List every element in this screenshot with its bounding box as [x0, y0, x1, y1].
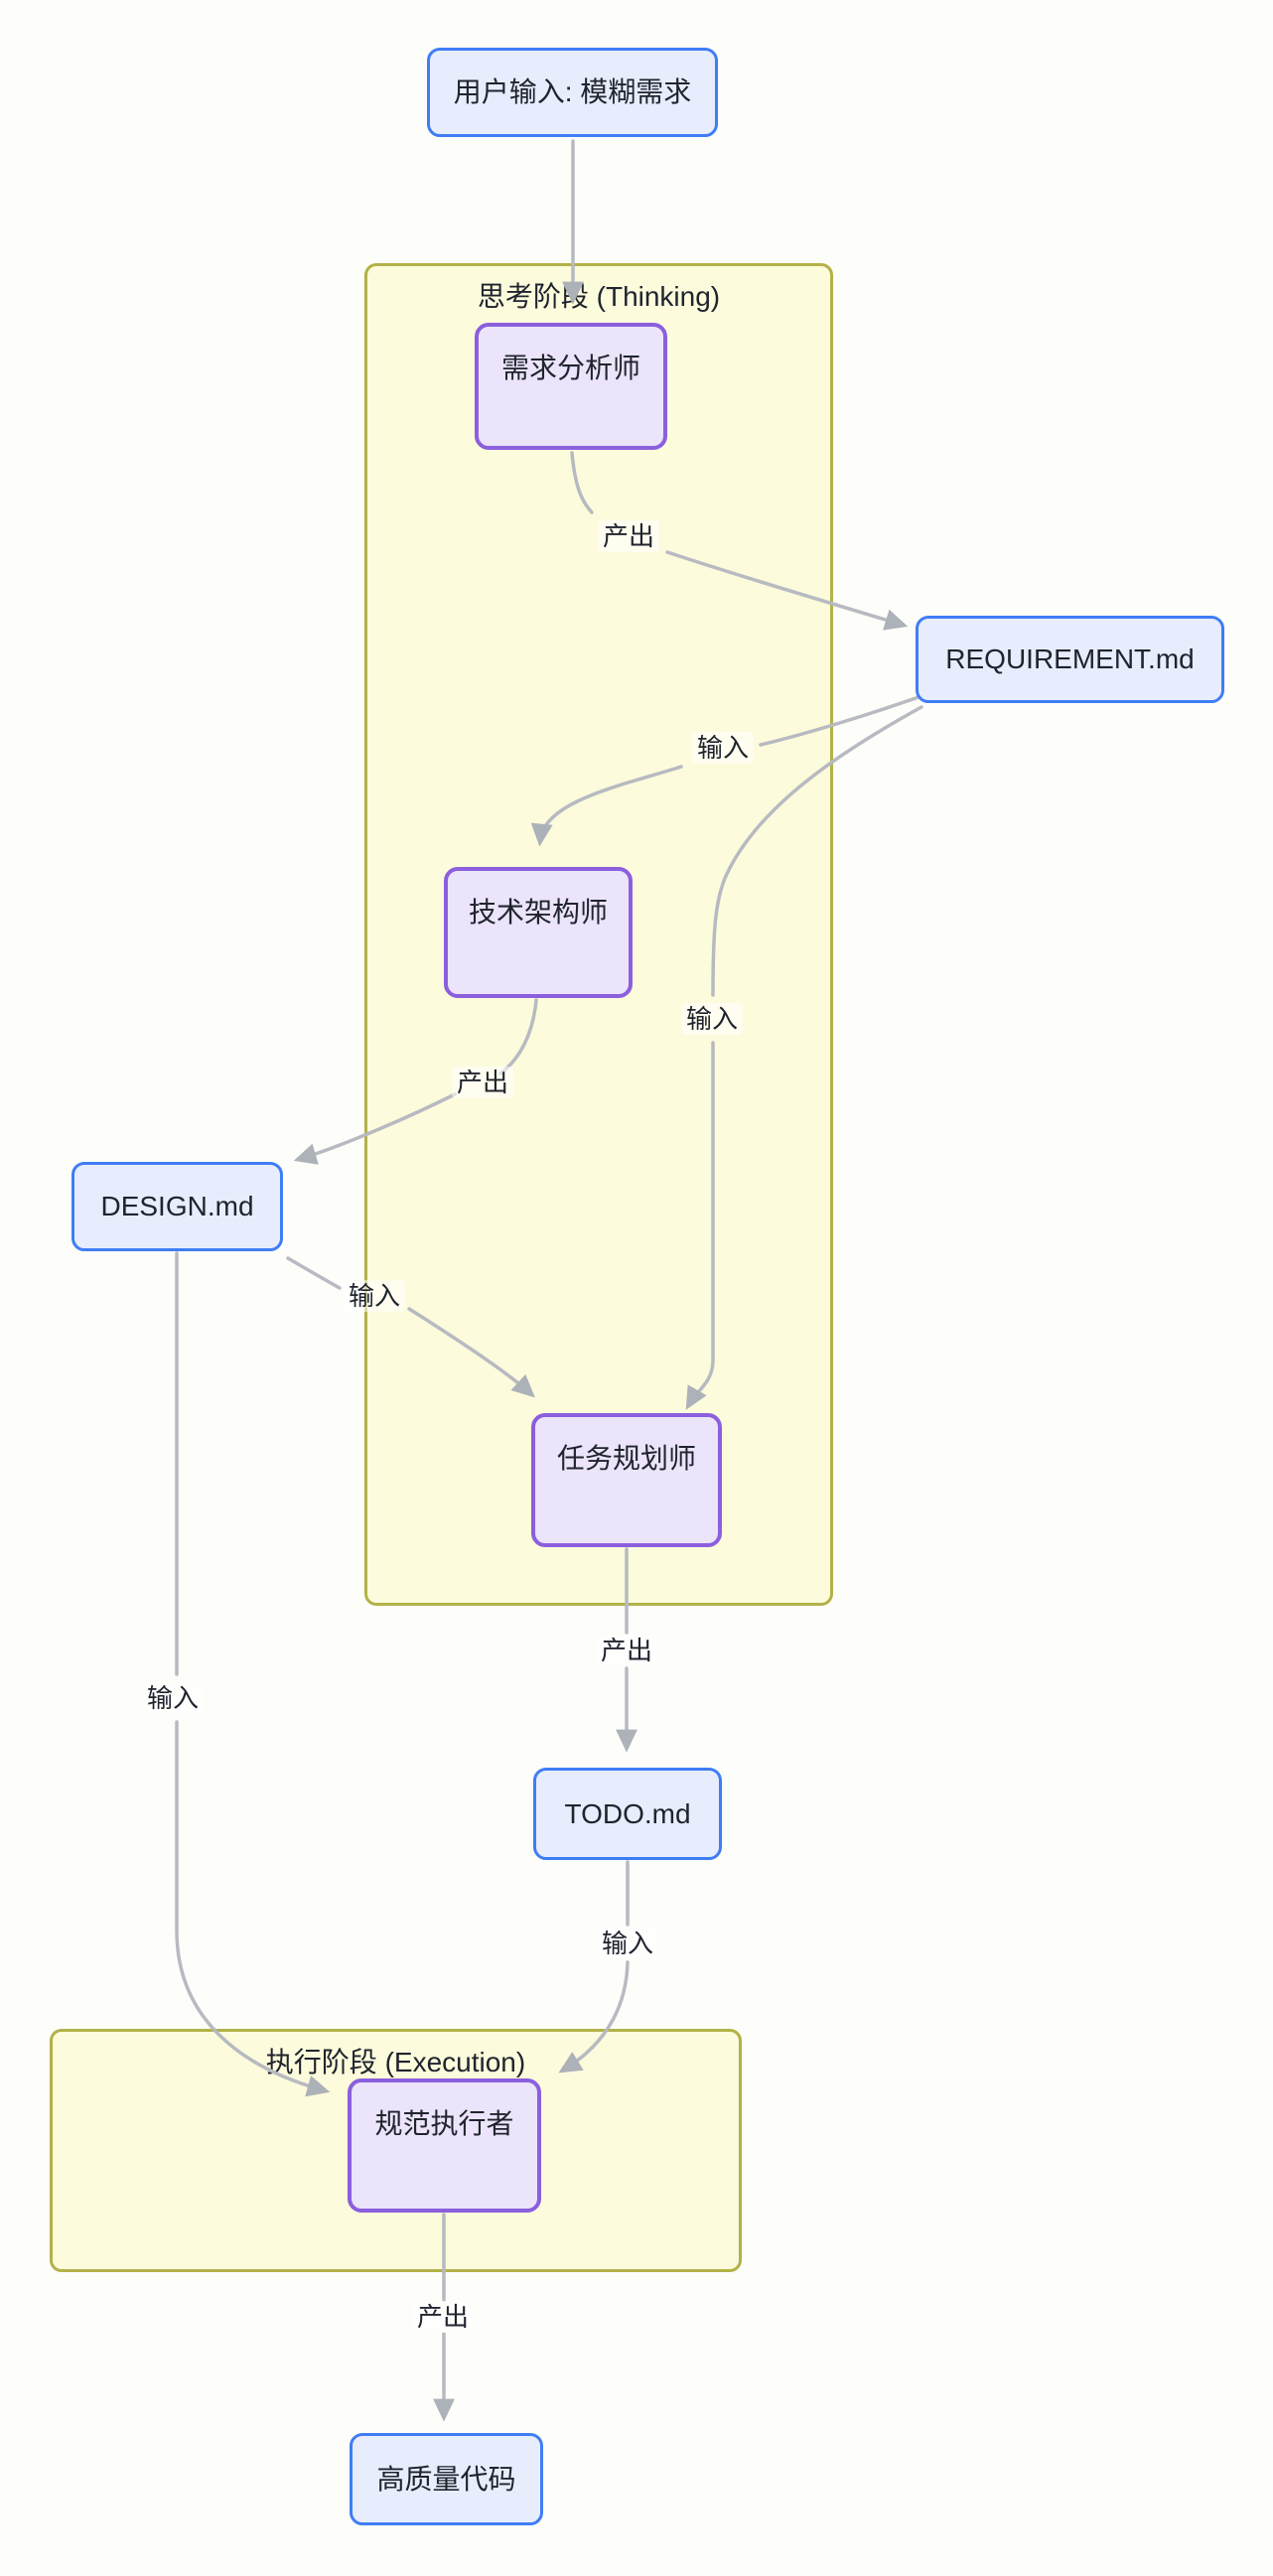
node-spec-executor: 规范执行者 — [348, 2078, 541, 2213]
edge-label-produce-todo: 产出 — [595, 1635, 658, 1666]
edge-label-input-architect: 输入 — [691, 732, 755, 764]
node-requirement-analyst: 需求分析师 — [475, 323, 667, 450]
edge-label-input-planner-from-requirement: 输入 — [680, 1003, 744, 1035]
edge-label-produce-quality-code: 产出 — [411, 2301, 475, 2333]
node-quality-code: 高质量代码 — [350, 2433, 543, 2525]
node-todo-md-label: TODO.md — [564, 1797, 691, 1829]
node-spec-executor-label: 规范执行者 — [374, 2108, 514, 2139]
edge-label-input-executor-from-design: 输入 — [141, 1682, 205, 1714]
node-requirement-md: REQUIREMENT.md — [916, 616, 1224, 703]
edge-label-input-planner-from-design: 输入 — [343, 1280, 406, 1312]
node-user-input: 用户输入: 模糊需求 — [427, 48, 718, 137]
node-design-md: DESIGN.md — [71, 1162, 283, 1251]
subgraph-thinking-label: 思考阶段 (Thinking) — [477, 281, 721, 312]
node-design-md-label: DESIGN.md — [100, 1191, 254, 1221]
edge-design-executor — [175, 1251, 331, 2097]
node-requirement-analyst-label: 需求分析师 — [500, 353, 640, 383]
node-tech-architect: 技术架构师 — [444, 867, 633, 998]
node-requirement-md-label: REQUIREMENT.md — [945, 644, 1195, 674]
node-quality-code-label: 高质量代码 — [376, 2463, 516, 2495]
node-task-planner: 任务规划师 — [531, 1413, 722, 1547]
edge-label-produce-design: 产出 — [451, 1067, 514, 1098]
node-todo-md: TODO.md — [533, 1768, 722, 1860]
node-task-planner-label: 任务规划师 — [556, 1443, 696, 1474]
subgraph-execution-label: 执行阶段 (Execution) — [265, 2047, 526, 2077]
edge-label-input-executor-from-todo: 输入 — [596, 1928, 659, 1959]
edge-label-produce-requirement: 产出 — [597, 520, 660, 552]
node-user-input-label: 用户输入: 模糊需求 — [453, 76, 692, 107]
node-tech-architect-label: 技术架构师 — [468, 897, 608, 928]
